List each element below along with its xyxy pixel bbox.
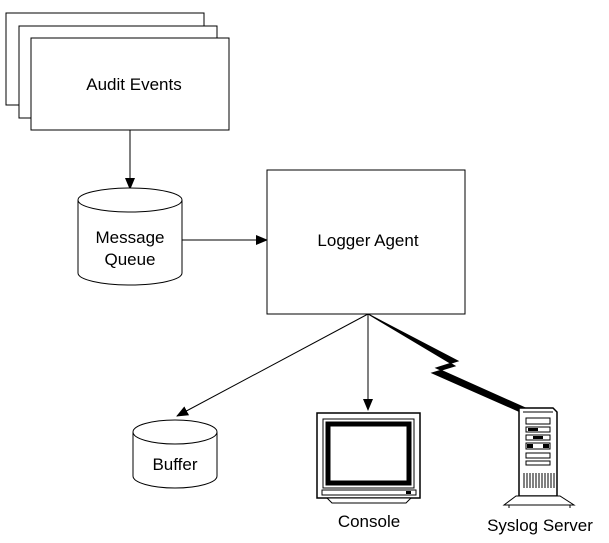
logger-agent-label: Logger Agent [317, 231, 418, 250]
edge-logger-to-buffer [176, 313, 369, 417]
message-queue-node: Message Queue [77, 187, 183, 286]
console-node: Console [316, 412, 421, 531]
lightning-bolt-icon [367, 313, 531, 415]
audit-events-label: Audit Events [86, 75, 181, 94]
server-tower-icon [502, 407, 576, 508]
message-queue-label-line-1: Message [96, 228, 165, 247]
message-queue-cylinder-body [77, 200, 183, 286]
edge-logger-to-syslog [367, 313, 531, 415]
logger-agent-node: Logger Agent [266, 169, 466, 315]
audit-events-node: Audit Events [5, 12, 230, 131]
logger-agent-box [266, 169, 466, 315]
buffer-cylinder-top [132, 419, 218, 445]
buffer-label: Buffer [152, 455, 197, 474]
syslog-server-node: Syslog Server [487, 407, 593, 535]
message-queue-cylinder-top [77, 187, 183, 213]
console-label: Console [338, 512, 400, 531]
buffer-cylinder-body [132, 432, 218, 489]
message-queue-label-line-2: Queue [104, 250, 155, 269]
syslog-server-label: Syslog Server [487, 516, 593, 535]
audit-events-front-sheet [30, 37, 230, 131]
buffer-node: Buffer [132, 419, 218, 489]
monitor-icon [316, 412, 421, 504]
